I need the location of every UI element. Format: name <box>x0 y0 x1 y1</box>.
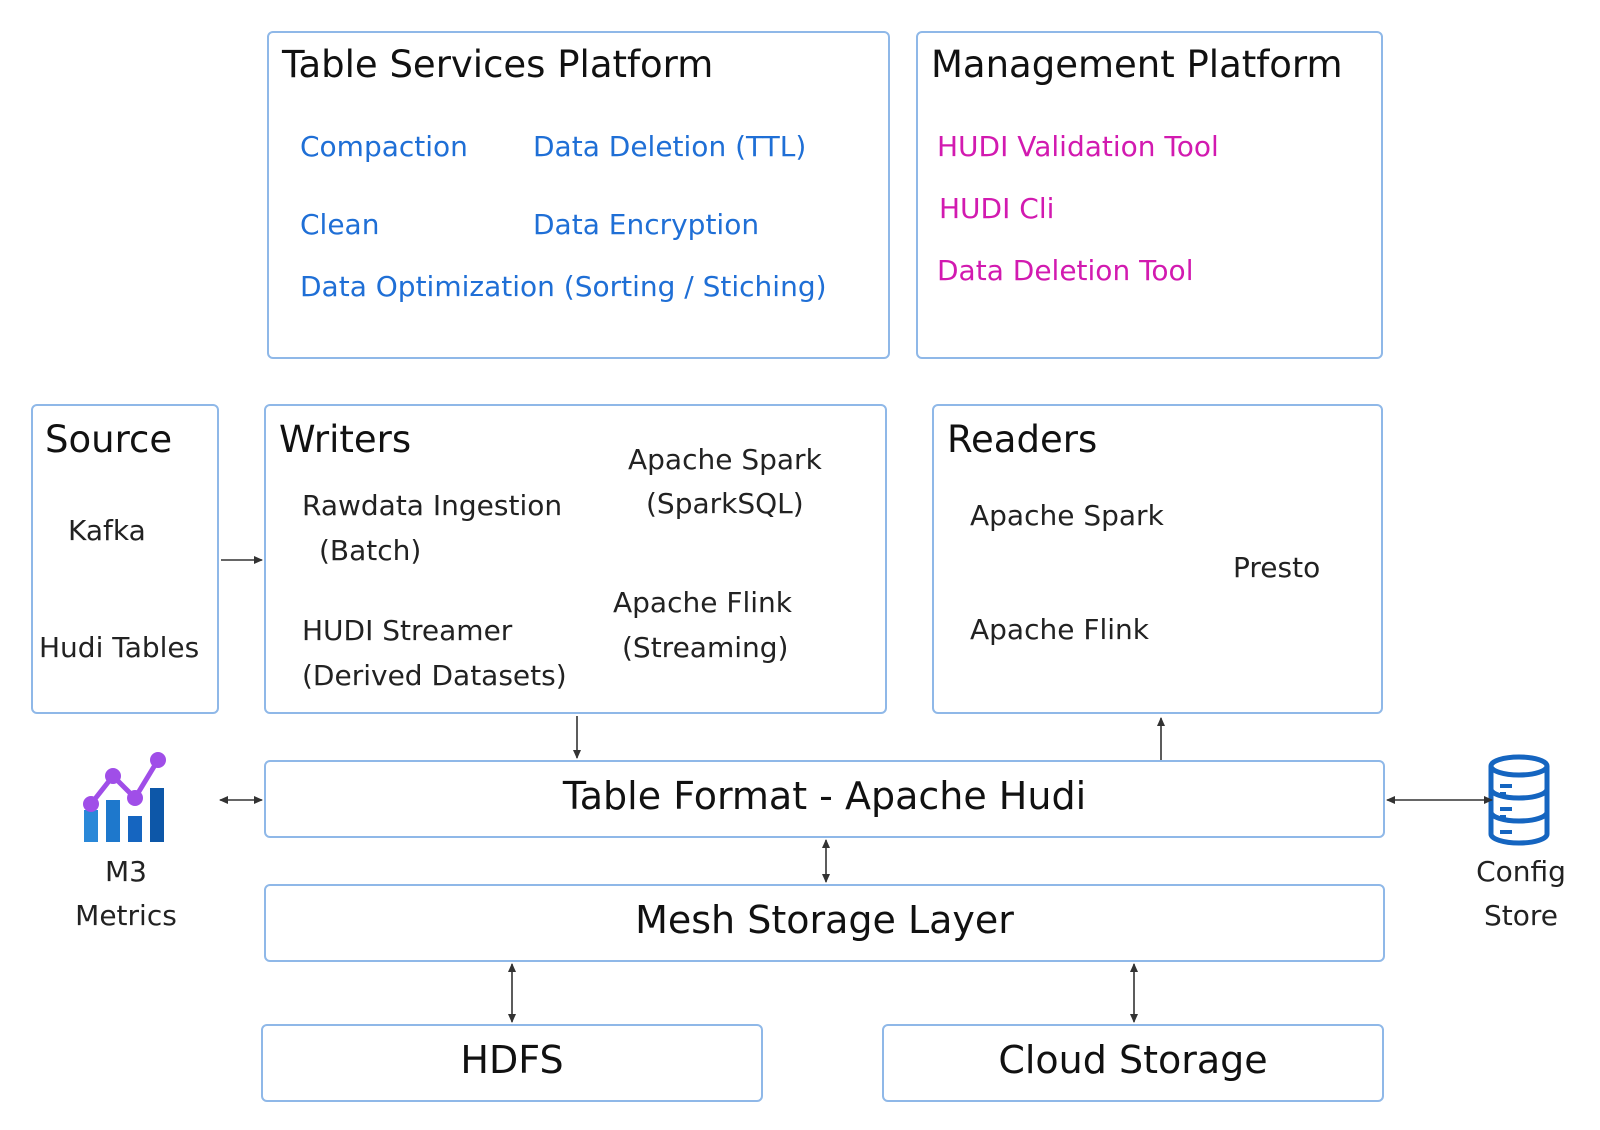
data-deletion-ttl-label: Data Deletion (TTL) <box>533 130 807 163</box>
cloud-storage-box: Cloud Storage <box>882 1024 1384 1102</box>
reader-presto-label: Presto <box>1233 551 1321 584</box>
hdfs-box: HDFS <box>261 1024 763 1102</box>
writers-title: Writers <box>279 418 412 461</box>
config-store-line2: Store <box>1483 899 1558 932</box>
writer-spark-line1: Apache Spark <box>628 443 822 476</box>
table-format-label: Table Format - Apache Hudi <box>562 774 1087 818</box>
reader-flink-label: Apache Flink <box>970 613 1149 646</box>
reader-spark-label: Apache Spark <box>970 499 1164 532</box>
config-store-line1: Config <box>1476 855 1566 888</box>
database-icon <box>1488 754 1550 846</box>
writer-flink-line2: (Streaming) <box>622 631 789 664</box>
metrics-line2: Metrics <box>75 899 177 932</box>
mesh-storage-label: Mesh Storage Layer <box>635 898 1014 942</box>
clean-label: Clean <box>300 208 380 241</box>
management-platform-title: Management Platform <box>931 43 1343 86</box>
hudi-cli-label: HUDI Cli <box>939 192 1055 225</box>
hdfs-label: HDFS <box>460 1038 564 1082</box>
table-format-box: Table Format - Apache Hudi <box>264 760 1385 838</box>
writer-flink-line1: Apache Flink <box>613 586 792 619</box>
data-encryption-label: Data Encryption <box>533 208 760 241</box>
hudi-streamer-line2: (Derived Datasets) <box>302 659 567 692</box>
rawdata-ingestion-line2: (Batch) <box>319 534 422 567</box>
rawdata-ingestion-line1: Rawdata Ingestion <box>302 489 563 522</box>
source-title: Source <box>45 418 173 461</box>
compaction-label: Compaction <box>300 130 468 163</box>
readers-box: Readers Apache Spark Presto Apache Flink <box>932 404 1383 714</box>
source-box: Source Kafka Hudi Tables <box>31 404 219 714</box>
kafka-label: Kafka <box>68 514 146 547</box>
data-optimization-label: Data Optimization (Sorting / Stiching) <box>300 270 827 303</box>
mesh-storage-box: Mesh Storage Layer <box>264 884 1385 962</box>
hudi-streamer-line1: HUDI Streamer <box>302 614 513 647</box>
table-services-platform-title: Table Services Platform <box>282 43 714 86</box>
config-store-caption: Config Store <box>1456 850 1586 938</box>
writers-box: Writers Rawdata Ingestion (Batch) HUDI S… <box>264 404 887 714</box>
readers-title: Readers <box>947 418 1098 461</box>
cloud-storage-label: Cloud Storage <box>998 1038 1268 1082</box>
data-deletion-tool-label: Data Deletion Tool <box>937 254 1194 287</box>
metrics-line1: M3 <box>105 855 147 888</box>
metrics-caption: M3 Metrics <box>56 850 196 938</box>
table-services-platform-box: Table Services Platform Compaction Data … <box>267 31 890 359</box>
hudi-validation-tool-label: HUDI Validation Tool <box>937 130 1219 163</box>
writer-spark-line2: (SparkSQL) <box>646 487 804 520</box>
bar-line-chart-icon <box>83 752 166 842</box>
management-platform-box: Management Platform HUDI Validation Tool… <box>916 31 1383 359</box>
hudi-tables-label: Hudi Tables <box>39 631 200 664</box>
